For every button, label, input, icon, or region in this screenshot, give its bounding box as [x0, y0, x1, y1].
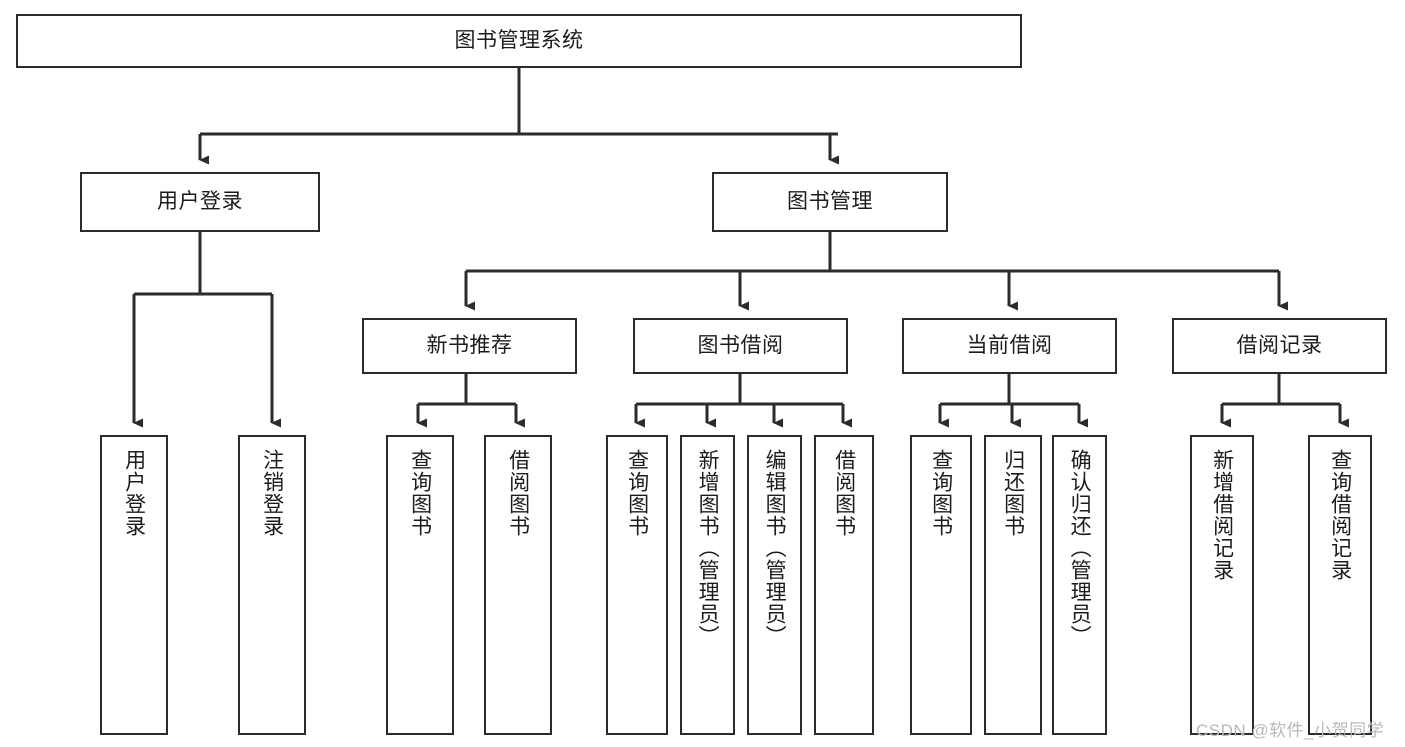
leaf-borrow-book-2-label: 借阅图书 [832, 449, 856, 537]
leaf-edit-book[interactable]: 编辑图书（管理员） [747, 435, 802, 735]
leaf-add-book[interactable]: 新增图书（管理员） [680, 435, 735, 735]
leaf-query-book-3-label: 查询图书 [929, 449, 953, 537]
node-new-book-recommend-label: 新书推荐 [426, 333, 513, 357]
leaf-borrow-book-1-label: 借阅图书 [506, 449, 530, 537]
node-borrow-record-label: 借阅记录 [1236, 333, 1323, 357]
node-user-login[interactable]: 用户登录 [80, 172, 320, 232]
leaf-return-book[interactable]: 归还图书 [984, 435, 1042, 735]
leaf-user-login-label: 用户登录 [122, 449, 146, 537]
node-book-borrow[interactable]: 图书借阅 [633, 318, 848, 374]
node-book-manage[interactable]: 图书管理 [712, 172, 948, 232]
node-new-book-recommend[interactable]: 新书推荐 [362, 318, 577, 374]
leaf-query-book-3[interactable]: 查询图书 [910, 435, 972, 735]
node-book-borrow-label: 图书借阅 [697, 333, 784, 357]
leaf-query-book-1-label: 查询图书 [408, 449, 432, 537]
node-root[interactable]: 图书管理系统 [16, 14, 1022, 68]
csdn-watermark: CSDN @软件_小贺同学 [1196, 721, 1385, 740]
leaf-borrow-book-1[interactable]: 借阅图书 [484, 435, 552, 735]
leaf-logout-label: 注销登录 [260, 449, 284, 537]
node-book-manage-label: 图书管理 [787, 189, 873, 213]
leaf-query-borrow-record-label: 查询借阅记录 [1328, 449, 1352, 581]
leaf-query-book-2[interactable]: 查询图书 [606, 435, 668, 735]
leaf-borrow-book-2[interactable]: 借阅图书 [814, 435, 874, 735]
leaf-return-book-label: 归还图书 [1001, 449, 1025, 537]
node-root-label: 图书管理系统 [454, 28, 584, 52]
leaf-user-login[interactable]: 用户登录 [100, 435, 168, 735]
leaf-add-book-label: 新增图书（管理员） [696, 449, 720, 647]
node-borrow-record[interactable]: 借阅记录 [1172, 318, 1387, 374]
leaf-add-borrow-record[interactable]: 新增借阅记录 [1190, 435, 1254, 735]
leaf-query-borrow-record[interactable]: 查询借阅记录 [1308, 435, 1372, 735]
leaf-edit-book-label: 编辑图书（管理员） [763, 449, 787, 647]
leaf-add-borrow-record-label: 新增借阅记录 [1210, 449, 1234, 581]
node-current-borrow[interactable]: 当前借阅 [902, 318, 1117, 374]
node-user-login-label: 用户登录 [157, 189, 243, 213]
leaf-query-book-2-label: 查询图书 [625, 449, 649, 537]
leaf-logout[interactable]: 注销登录 [238, 435, 306, 735]
leaf-query-book-1[interactable]: 查询图书 [386, 435, 454, 735]
leaf-confirm-return-label: 确认归还（管理员） [1068, 449, 1092, 647]
leaf-confirm-return[interactable]: 确认归还（管理员） [1052, 435, 1107, 735]
node-current-borrow-label: 当前借阅 [966, 333, 1053, 357]
